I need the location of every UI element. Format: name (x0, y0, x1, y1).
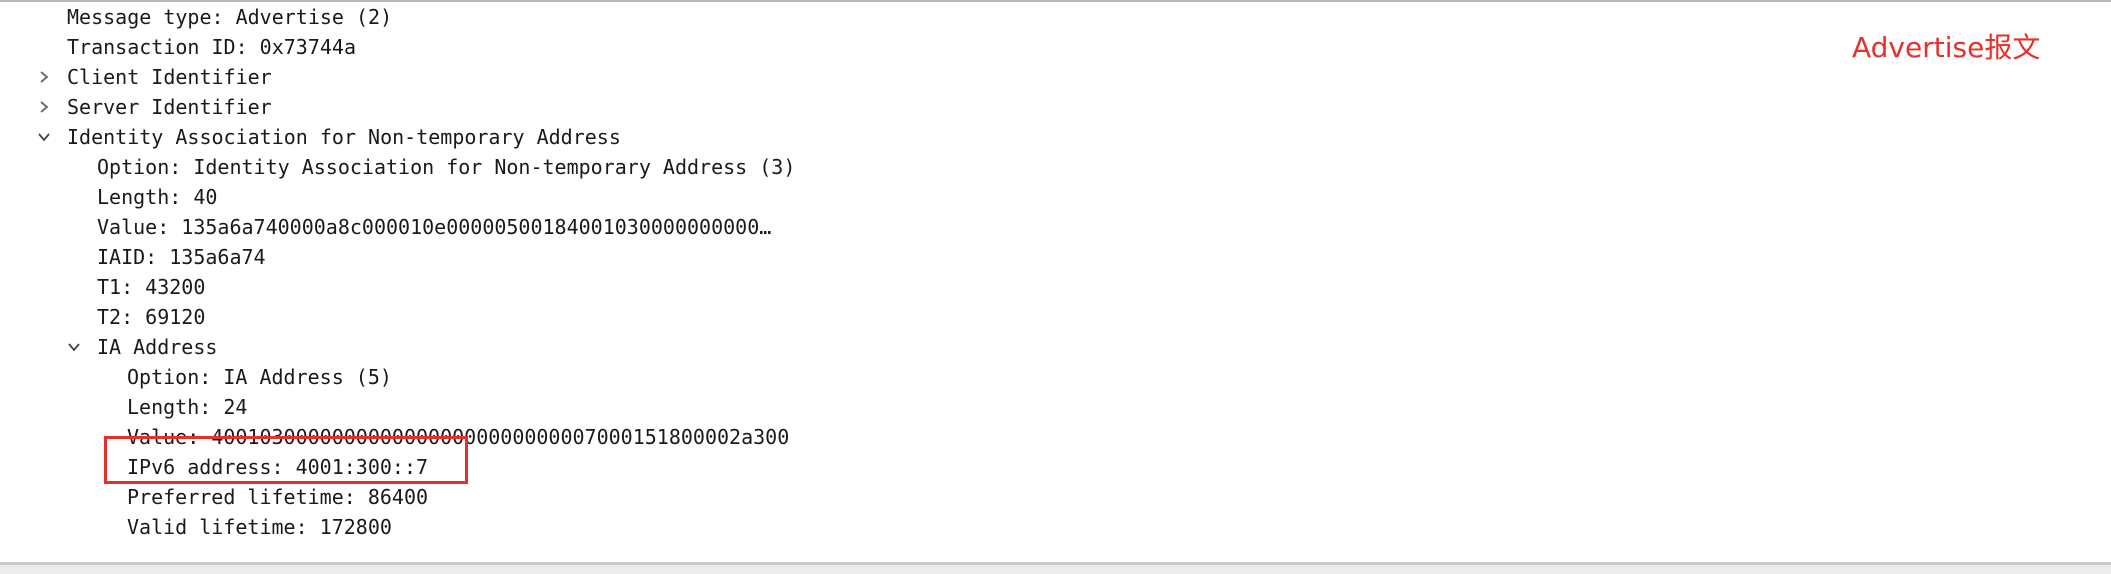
packet-detail-tree: Message type: Advertise (2) Transaction … (0, 2, 1500, 542)
field-text: Preferred lifetime: 86400 (127, 485, 429, 509)
field-text: Option: Identity Association for Non-tem… (97, 155, 796, 179)
field-text: Option: IA Address (5) (127, 365, 392, 389)
chevron-right-icon[interactable] (36, 62, 52, 92)
tree-row-ia-na[interactable]: Identity Association for Non-temporary A… (0, 122, 1500, 152)
field-text: Message type: Advertise (2) (67, 5, 393, 29)
bottom-pane-edge (0, 565, 2111, 574)
top-divider (0, 0, 2111, 2)
tree-row-ia-na-length[interactable]: Length: 40 (0, 182, 1500, 212)
tree-row-ia-address-option[interactable]: Option: IA Address (5) (0, 362, 1500, 392)
field-text: Server Identifier (67, 95, 272, 119)
field-text: Client Identifier (67, 65, 272, 89)
tree-row-message-type[interactable]: Message type: Advertise (2) (0, 2, 1500, 32)
field-text: Length: 24 (127, 395, 248, 419)
tree-row-ipv6-address[interactable]: IPv6 address: 4001:300::7 (0, 452, 1500, 482)
tree-row-valid-lifetime[interactable]: Valid lifetime: 172800 (0, 512, 1500, 542)
tree-row-ia-na-option[interactable]: Option: Identity Association for Non-tem… (0, 152, 1500, 182)
tree-row-ia-address-value[interactable]: Value: 400103000000000000000000000000070… (0, 422, 1500, 452)
field-text: IAID: 135a6a74 (97, 245, 266, 269)
chevron-down-icon[interactable] (36, 122, 52, 152)
bottom-divider (0, 562, 2111, 565)
field-text: IA Address (97, 335, 218, 359)
tree-row-ia-na-value[interactable]: Value: 135a6a740000a8c000010e00000500184… (0, 212, 1500, 242)
tree-row-transaction-id[interactable]: Transaction ID: 0x73744a (0, 32, 1500, 62)
field-text: Identity Association for Non-temporary A… (67, 125, 621, 149)
field-text: Value: 135a6a740000a8c000010e00000500184… (97, 215, 772, 239)
field-text: Valid lifetime: 172800 (127, 515, 392, 539)
field-text: T1: 43200 (97, 275, 206, 299)
field-text: IPv6 address: 4001:300::7 (127, 455, 429, 479)
tree-row-ia-address-length[interactable]: Length: 24 (0, 392, 1500, 422)
tree-row-server-identifier[interactable]: Server Identifier (0, 92, 1500, 122)
field-text: Transaction ID: 0x73744a (67, 35, 356, 59)
advertise-annotation-label: Advertise报文 (1852, 31, 2041, 64)
tree-row-ia-address[interactable]: IA Address (0, 332, 1500, 362)
chevron-down-icon[interactable] (66, 332, 82, 362)
field-text: T2: 69120 (97, 305, 206, 329)
tree-row-t1[interactable]: T1: 43200 (0, 272, 1500, 302)
chevron-right-icon[interactable] (36, 92, 52, 122)
field-text: Length: 40 (97, 185, 218, 209)
tree-row-iaid[interactable]: IAID: 135a6a74 (0, 242, 1500, 272)
tree-row-preferred-lifetime[interactable]: Preferred lifetime: 86400 (0, 482, 1500, 512)
tree-row-t2[interactable]: T2: 69120 (0, 302, 1500, 332)
tree-row-client-identifier[interactable]: Client Identifier (0, 62, 1500, 92)
field-text: Value: 400103000000000000000000000000070… (127, 425, 790, 449)
